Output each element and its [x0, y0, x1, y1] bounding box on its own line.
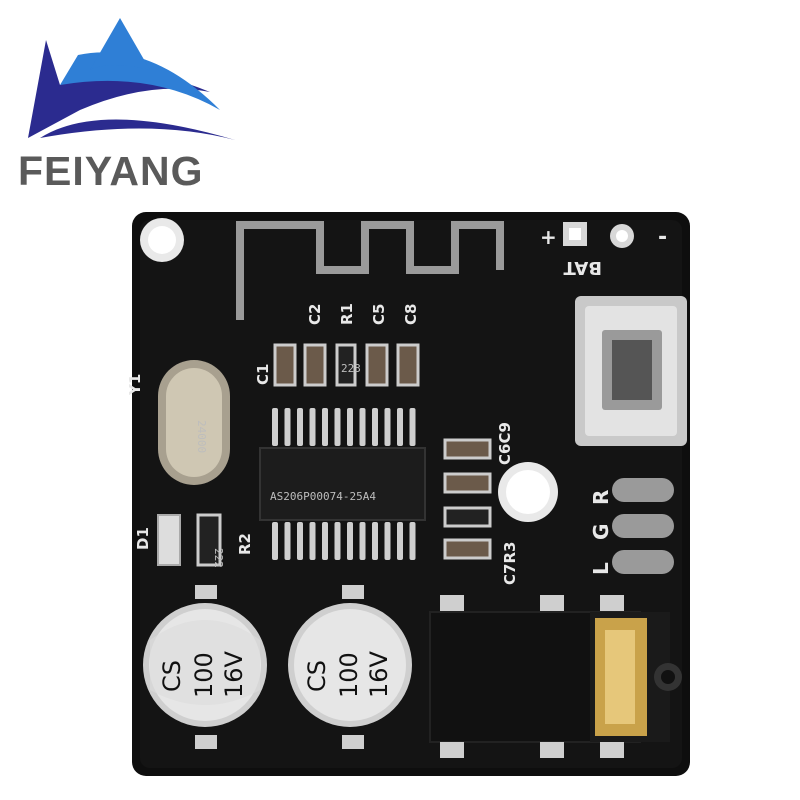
- chip-pins-bottom: [272, 522, 416, 560]
- capacitor-2-label: CS 100 16V: [303, 650, 393, 698]
- chip-pin: [384, 522, 391, 560]
- main-ic-chip: [259, 447, 426, 521]
- chip-pins-top: [272, 408, 416, 446]
- chip-pin: [297, 408, 303, 446]
- capacitor-2: [288, 603, 412, 727]
- r1-label: R1: [338, 303, 356, 325]
- chip-pin: [397, 522, 403, 560]
- audio-out-pads: [612, 478, 674, 574]
- c5-label: C5: [370, 304, 388, 325]
- chip-pin: [309, 408, 316, 446]
- r-label: R: [589, 490, 613, 505]
- chip-pin: [272, 408, 278, 446]
- r2-label: R2: [236, 533, 254, 555]
- c6c9-label: C6C9: [496, 422, 514, 465]
- chip-pin: [409, 408, 416, 446]
- right-smd-column: [443, 438, 492, 560]
- chip-pin: [334, 522, 341, 560]
- audio-jack: [429, 611, 682, 743]
- c7r3-label: C7R3: [501, 542, 519, 585]
- y1-label: Y1: [126, 374, 144, 396]
- d1-label: D1: [134, 527, 152, 550]
- svg-text:CS: CS: [158, 660, 186, 692]
- bat-label: BAT: [563, 257, 602, 278]
- micro-usb-port: [575, 296, 687, 446]
- feiyang-logo-icon: [28, 18, 235, 140]
- g-label: G: [589, 524, 613, 540]
- plus-label: +: [540, 225, 557, 249]
- r2-code: 222: [212, 548, 225, 568]
- chip-pin: [384, 408, 391, 446]
- c8-label: C8: [402, 304, 420, 325]
- crystal-marking: 24000: [195, 420, 208, 453]
- antenna-trace: [236, 221, 504, 320]
- chip-marking: AS206P00074-25A4: [270, 490, 376, 503]
- svg-text:16V: 16V: [365, 650, 393, 698]
- c2-label: C2: [306, 304, 324, 325]
- capacitor-1: [143, 603, 267, 727]
- chip-pin: [397, 408, 403, 446]
- minus-label: -: [658, 225, 667, 250]
- chip-pin: [334, 408, 341, 446]
- chip-pin: [372, 522, 378, 560]
- svg-text:CS: CS: [303, 660, 331, 692]
- chip-pin: [359, 408, 366, 446]
- svg-text:16V: 16V: [220, 650, 248, 698]
- r1-code: 223: [341, 362, 361, 375]
- chip-pin: [347, 408, 353, 446]
- chip-pin: [409, 522, 416, 560]
- chip-pin: [372, 408, 378, 446]
- chip-pin: [297, 522, 303, 560]
- chip-pin: [347, 522, 353, 560]
- chip-pin: [359, 522, 366, 560]
- brand-name: FEIYANG: [18, 148, 204, 194]
- capacitor-1-label: CS 100 16V: [158, 650, 248, 698]
- resistor-r2: [196, 513, 222, 567]
- led-d1: [157, 514, 181, 566]
- chip-pin: [322, 408, 328, 446]
- chip-pin: [309, 522, 316, 560]
- crystal-oscillator: [158, 360, 230, 485]
- chip-pin: [284, 522, 291, 560]
- svg-text:100: 100: [335, 652, 363, 698]
- chip-pin: [322, 522, 328, 560]
- chip-pin: [272, 522, 278, 560]
- c1-label: C1: [254, 364, 272, 385]
- l-label: L: [589, 562, 613, 575]
- svg-text:100: 100: [190, 652, 218, 698]
- chip-pin: [284, 408, 291, 446]
- smd-components: [273, 343, 420, 387]
